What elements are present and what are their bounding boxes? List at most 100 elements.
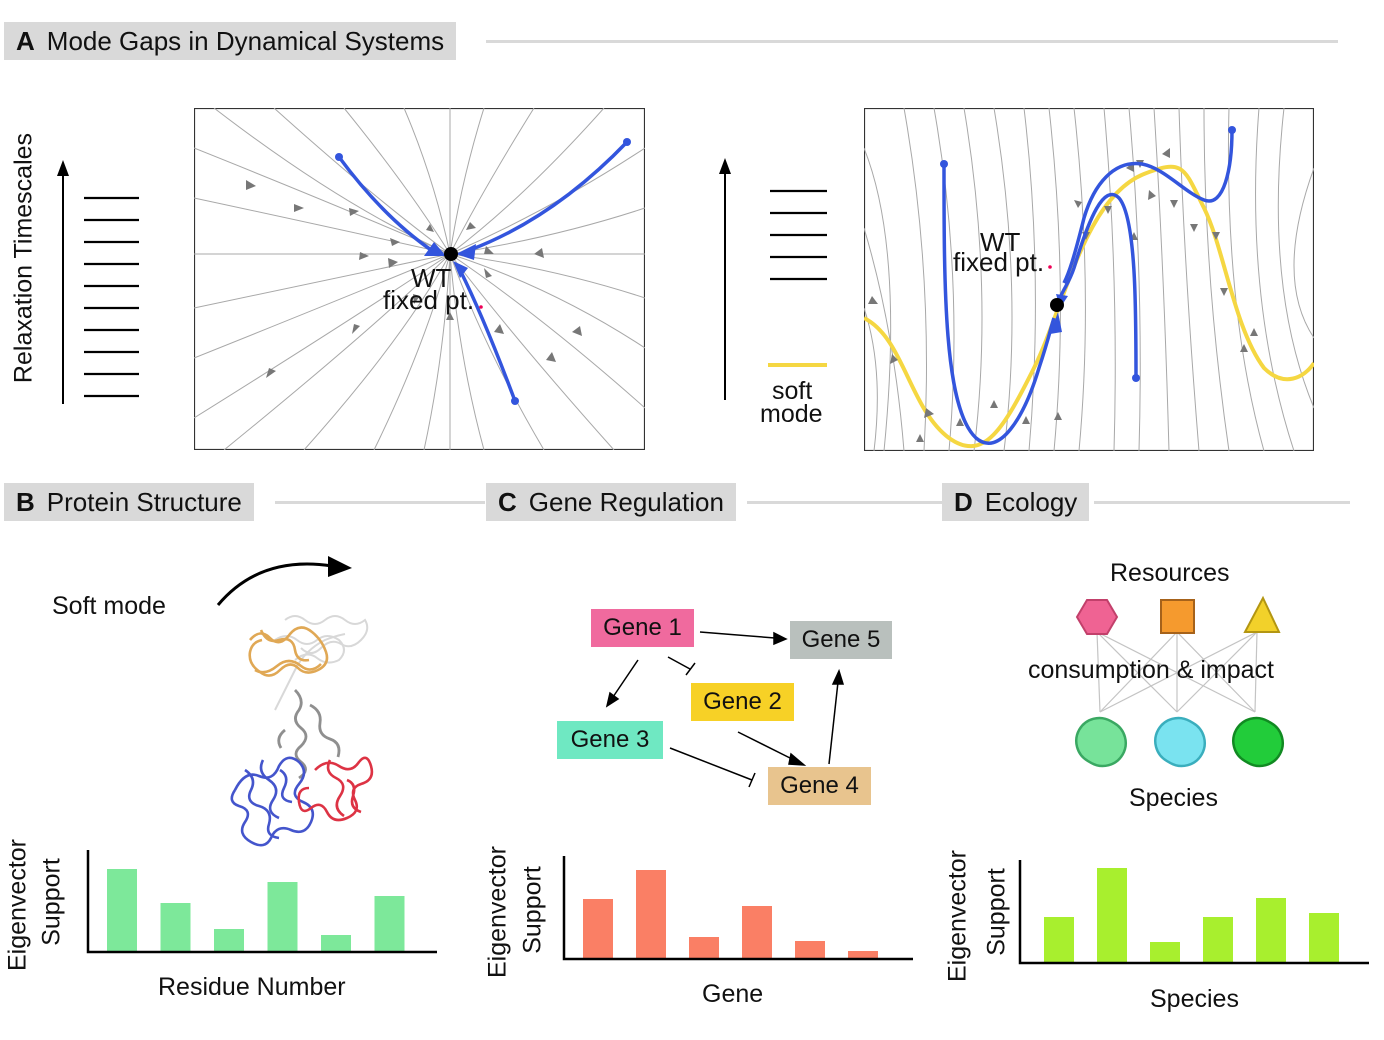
gene-3-label: Gene 3 [570, 726, 650, 753]
panel-b-y-label-2: Support [37, 858, 66, 946]
gene-5-node: Gene 5 [790, 621, 892, 659]
protein-red-domain [297, 756, 374, 822]
species-group-label: Species [1129, 784, 1218, 812]
right-fixed-point [1050, 298, 1064, 312]
consumption-edges [1096, 631, 1258, 713]
panel-d-x-label: Species [1150, 985, 1239, 1013]
right-flow-lines [864, 108, 1314, 451]
gene-network-edges [605, 631, 845, 788]
protein-structure [230, 615, 374, 847]
ecology-network [1075, 595, 1284, 768]
panel-b-rule [275, 501, 485, 504]
panel-a-header: A Mode Gaps in Dynamical Systems [4, 22, 457, 60]
bar-species-1 [1044, 917, 1074, 963]
panel-b-title: Protein Structure [46, 486, 242, 517]
panel-c-header: C Gene Regulation [486, 483, 736, 521]
resource-triangle-icon [1243, 595, 1281, 633]
gene-5-label: Gene 5 [801, 626, 881, 653]
panel-c-y-label-2: Support [518, 866, 547, 954]
gene-2-node: Gene 2 [691, 683, 794, 721]
soft-mode-text: Soft mode [52, 592, 166, 620]
panel-a-letter: A [16, 25, 35, 56]
species-3-icon [1232, 716, 1284, 768]
panel-b-x-label: Residue Number [158, 973, 346, 1001]
soft-mode-label-1: soft [772, 377, 813, 405]
gene-1-node: Gene 1 [591, 609, 694, 647]
gene-4-node: Gene 4 [768, 767, 871, 805]
panel-b-header: B Protein Structure [4, 483, 254, 521]
bar-gene-6 [848, 951, 878, 959]
left-fixed-point-label-2: fixed pt. [383, 285, 475, 315]
panel-a-title: Mode Gaps in Dynamical Systems [46, 25, 445, 56]
panel-b-y-label-1: Eigenvector [3, 838, 32, 972]
bar-species-5 [1256, 898, 1286, 963]
bar-gene-5 [795, 941, 825, 959]
panel-c-rule [747, 501, 942, 504]
bar-gene-1 [583, 899, 613, 959]
left-flow-arrowheads [246, 180, 582, 378]
panel-d-rule [1094, 501, 1350, 504]
right-timescale-arrow [719, 158, 731, 400]
protein-ghost-copies [274, 615, 369, 711]
panel-d-letter: D [954, 486, 973, 517]
soft-mode-rotation-arrow [216, 556, 352, 606]
panel-d-y-label-2: Support [982, 868, 1011, 956]
gene-eigenvector-chart [562, 856, 913, 961]
panel-d-title: Ecology [984, 486, 1078, 517]
bar-species-2 [1097, 868, 1127, 963]
protein-eigenvector-chart [86, 850, 437, 954]
bar-gene-3 [689, 937, 719, 959]
panel-d-header: D Ecology [942, 483, 1090, 521]
right-timescale-ladder [770, 189, 827, 281]
bar-species-3 [1150, 942, 1180, 963]
right-phase-portrait [864, 108, 1314, 451]
bar-protein-5 [321, 935, 351, 952]
left-fixed-point-label-1: WT [411, 263, 452, 293]
panel-c-letter: C [498, 486, 517, 517]
bar-gene-2 [636, 870, 666, 959]
bar-protein-4 [267, 882, 298, 952]
soft-mode-label-2: mode [760, 400, 823, 428]
bar-protein-1 [107, 869, 137, 952]
chart-axes [86, 850, 437, 954]
species-eigenvector-chart [1018, 860, 1369, 965]
left-trajectories [337, 140, 629, 402]
consumption-impact-label: consumption & impact [1028, 656, 1274, 684]
right-fixed-point-label-2: fixed pt. [953, 247, 1045, 277]
species-1-icon [1075, 716, 1127, 768]
left-timescale-arrow [57, 160, 69, 404]
panel-c-x-label: Gene [702, 980, 764, 1008]
gene-3-node: Gene 3 [557, 721, 663, 759]
gene-2-label: Gene 2 [703, 688, 782, 715]
protein-gray-linker [277, 689, 341, 780]
right-fixed-point-label-1: WT [980, 227, 1021, 257]
left-fixed-point-marker [479, 305, 483, 309]
left-trajectory-ends [335, 138, 631, 405]
gene-4-label: Gene 4 [780, 772, 859, 799]
left-fixed-point [444, 247, 458, 261]
right-soft-mode-curve [864, 164, 1314, 449]
species-2-icon [1154, 716, 1206, 768]
panel-d-y-label-1: Eigenvector [943, 849, 972, 983]
left-phase-portrait [194, 108, 645, 450]
resources-label: Resources [1110, 559, 1230, 587]
panel-a-rule [486, 40, 1338, 43]
protein-orange-domain [248, 626, 329, 677]
right-fixed-point-marker [1048, 265, 1052, 269]
bar-species-4 [1203, 917, 1233, 963]
right-trajectories [942, 129, 1234, 445]
bar-protein-2 [160, 903, 191, 952]
resource-square-icon [1160, 599, 1195, 634]
chart-axes [562, 856, 913, 961]
panel-a-ladders [57, 158, 827, 404]
bar-species-6 [1309, 913, 1339, 963]
bar-protein-6 [374, 896, 405, 952]
bar-protein-3 [214, 929, 244, 952]
gene-1-label: Gene 1 [603, 614, 682, 641]
panel-c-y-label-1: Eigenvector [483, 845, 512, 979]
resource-hexagon-icon [1075, 599, 1119, 635]
bar-gene-4 [742, 906, 772, 959]
left-timescale-ladder [84, 196, 139, 398]
panel-c-title: Gene Regulation [528, 486, 724, 517]
chart-axes [1018, 860, 1369, 965]
